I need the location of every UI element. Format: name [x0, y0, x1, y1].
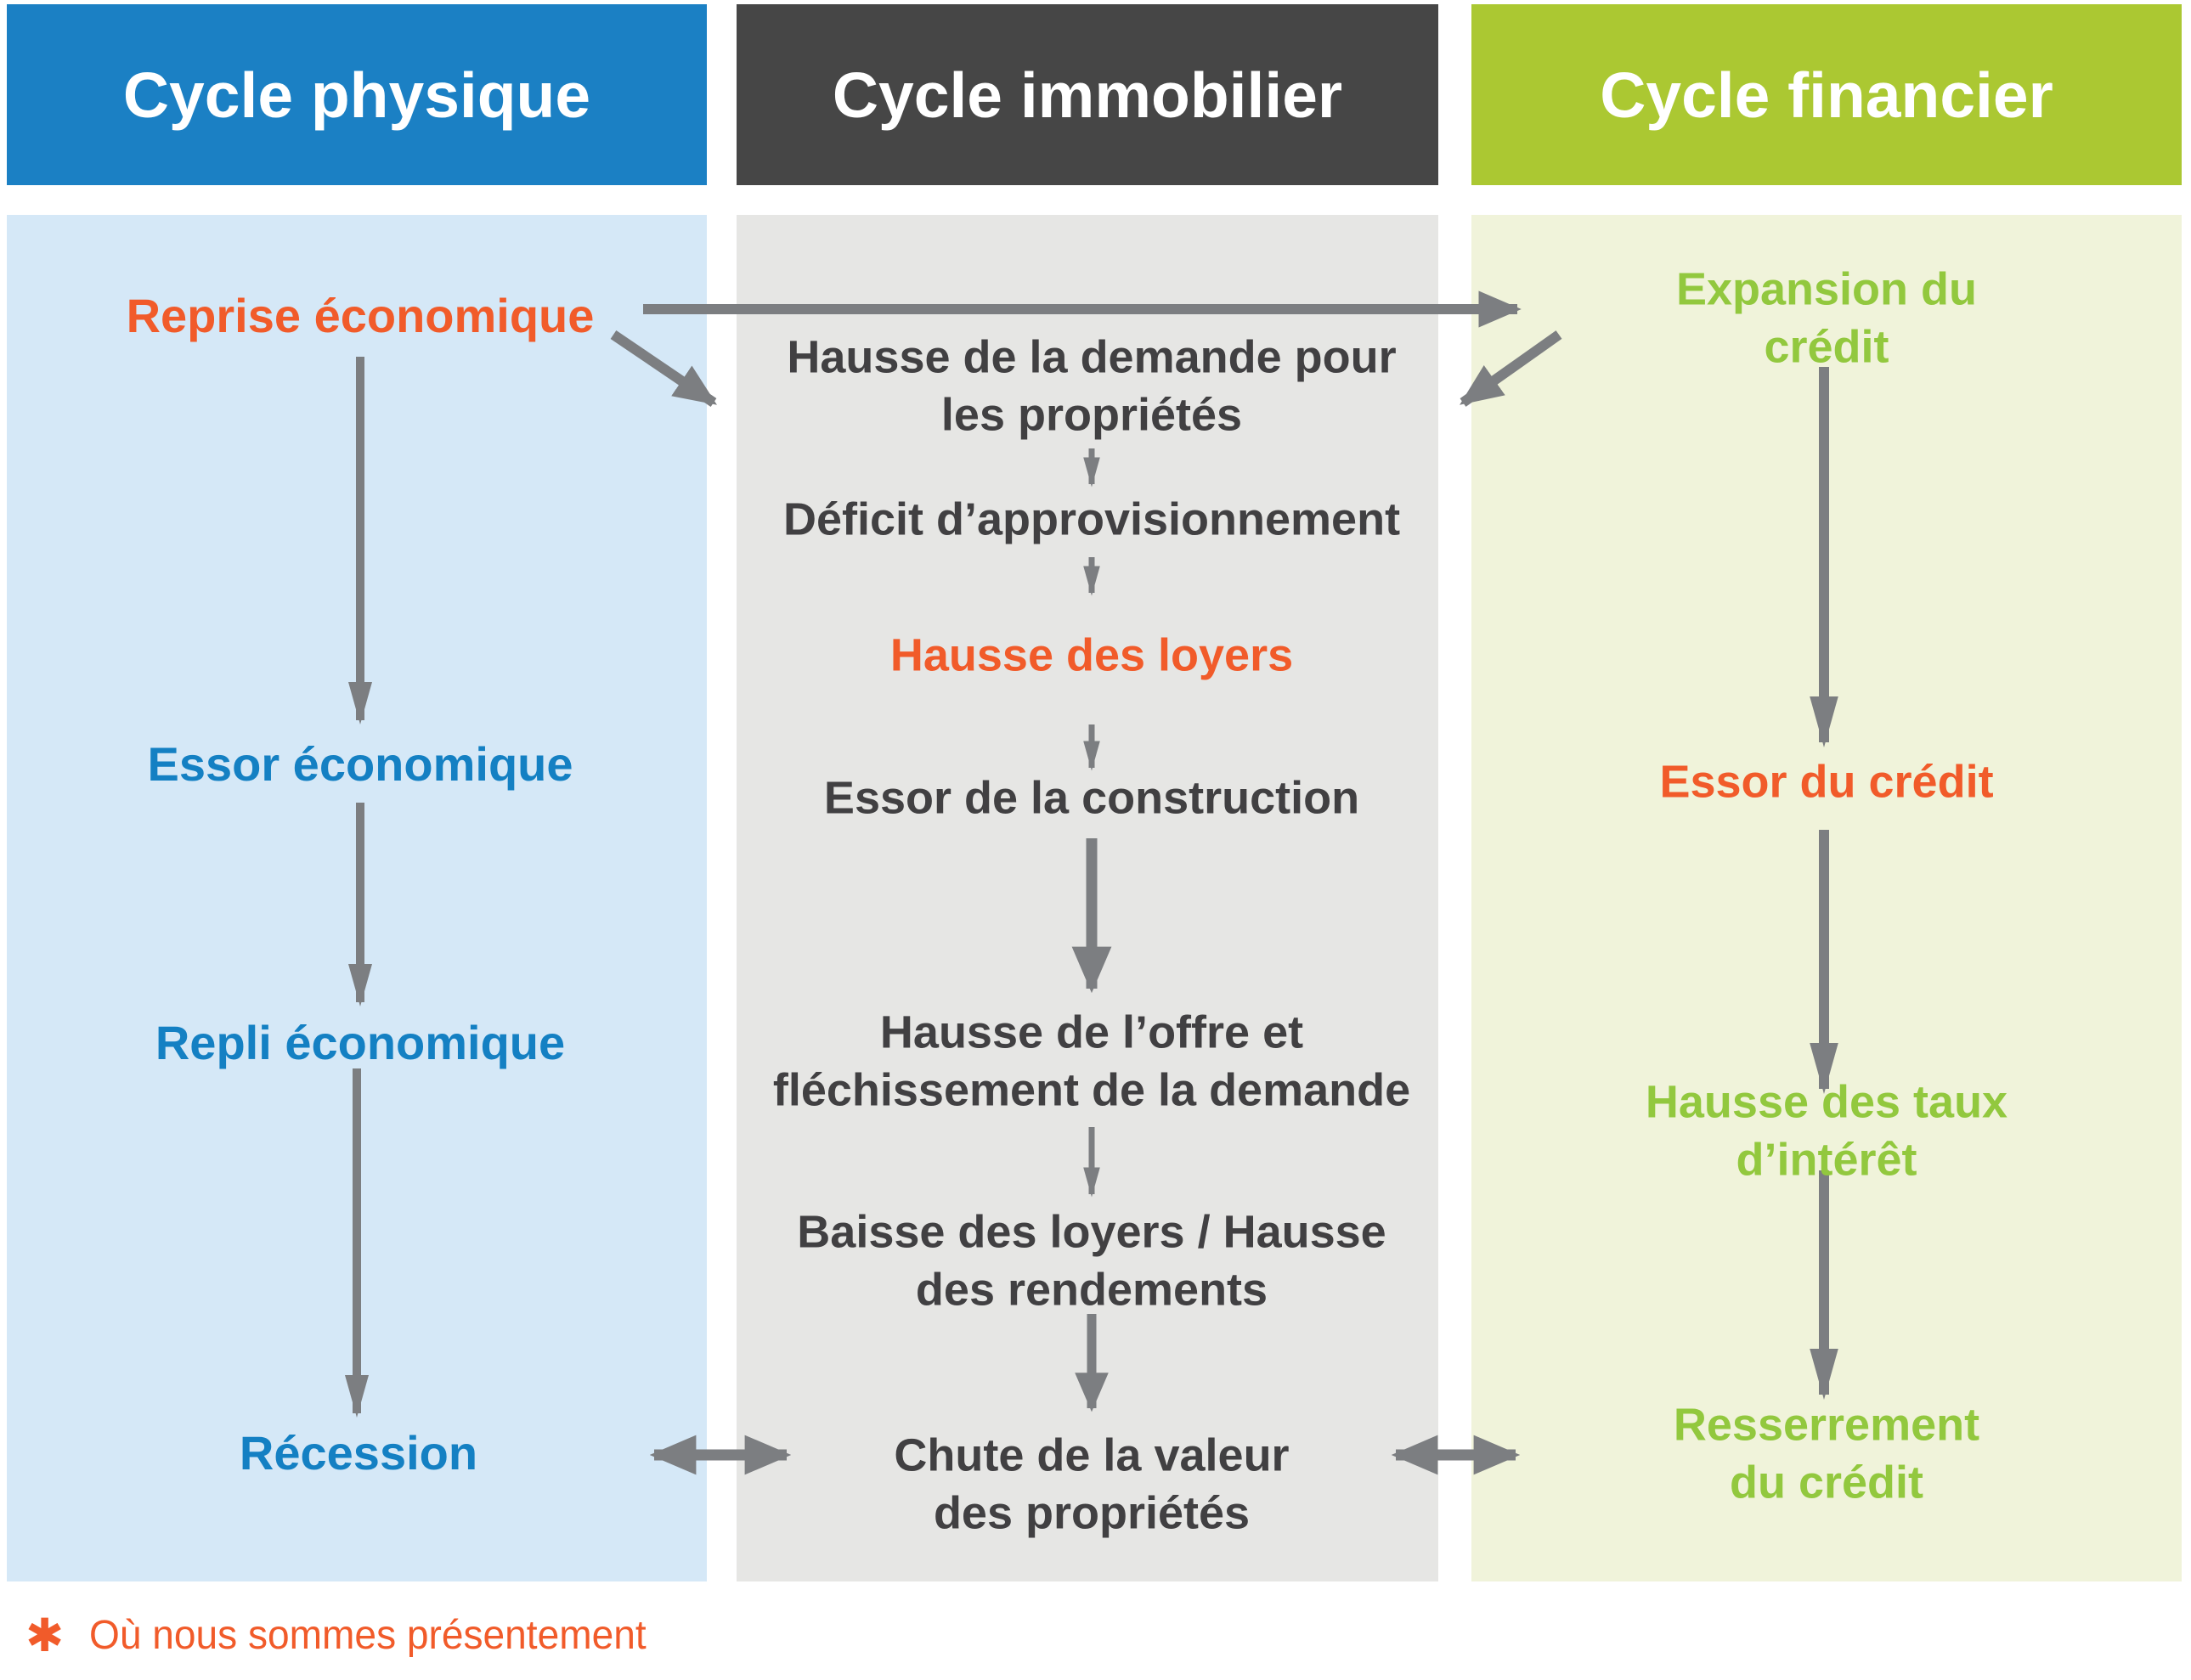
arrow-reprise-to-hausse-demande: [610, 330, 717, 407]
node-repli-economique: Repli économique: [155, 1016, 566, 1069]
legend-text: Où nous sommes présentement: [89, 1613, 647, 1658]
node-hausse-des-loyers: Hausse des loyers: [889, 629, 1294, 681]
node-hausse-demande-proprietes: Hausse de la demande pour les propriétés: [787, 331, 1397, 441]
node-resserrement-du-credit: Resserrement du crédit: [1673, 1399, 1980, 1508]
node-expansion-du-credit: Expansion du crédit: [1675, 263, 1978, 373]
column-header-cycle-immobilier: Cycle immobilier: [737, 4, 1438, 185]
legend: ✱ Où nous sommes présentement: [25, 1612, 669, 1659]
node-hausse-taux-interet: Hausse des taux d’intérêt: [1645, 1076, 2008, 1186]
node-essor-economique: Essor économique: [147, 737, 573, 791]
arrow-expansion-to-hausse-demande: [1460, 330, 1562, 407]
node-baisse-loyers-hausse-rendements: Baisse des loyers / Hausse des rendement…: [797, 1206, 1386, 1316]
node-reprise-economique: Reprise économique: [126, 289, 595, 342]
asterisk-icon: ✱: [25, 1610, 65, 1661]
node-essor-du-credit: Essor du crédit: [1659, 756, 1994, 808]
column-header-cycle-financier: Cycle financier: [1471, 4, 2182, 185]
node-deficit-approvisionnement: Déficit d’approvisionnement: [782, 493, 1401, 545]
node-hausse-offre-flechissement: Hausse de l’offre et fléchissement de la…: [772, 1006, 1411, 1116]
node-recession: Récession: [239, 1426, 478, 1480]
node-essor-construction: Essor de la construction: [823, 772, 1360, 824]
column-header-cycle-physique: Cycle physique: [7, 4, 707, 185]
node-chute-valeur-proprietes: Chute de la valeur des propriétés: [894, 1429, 1290, 1539]
